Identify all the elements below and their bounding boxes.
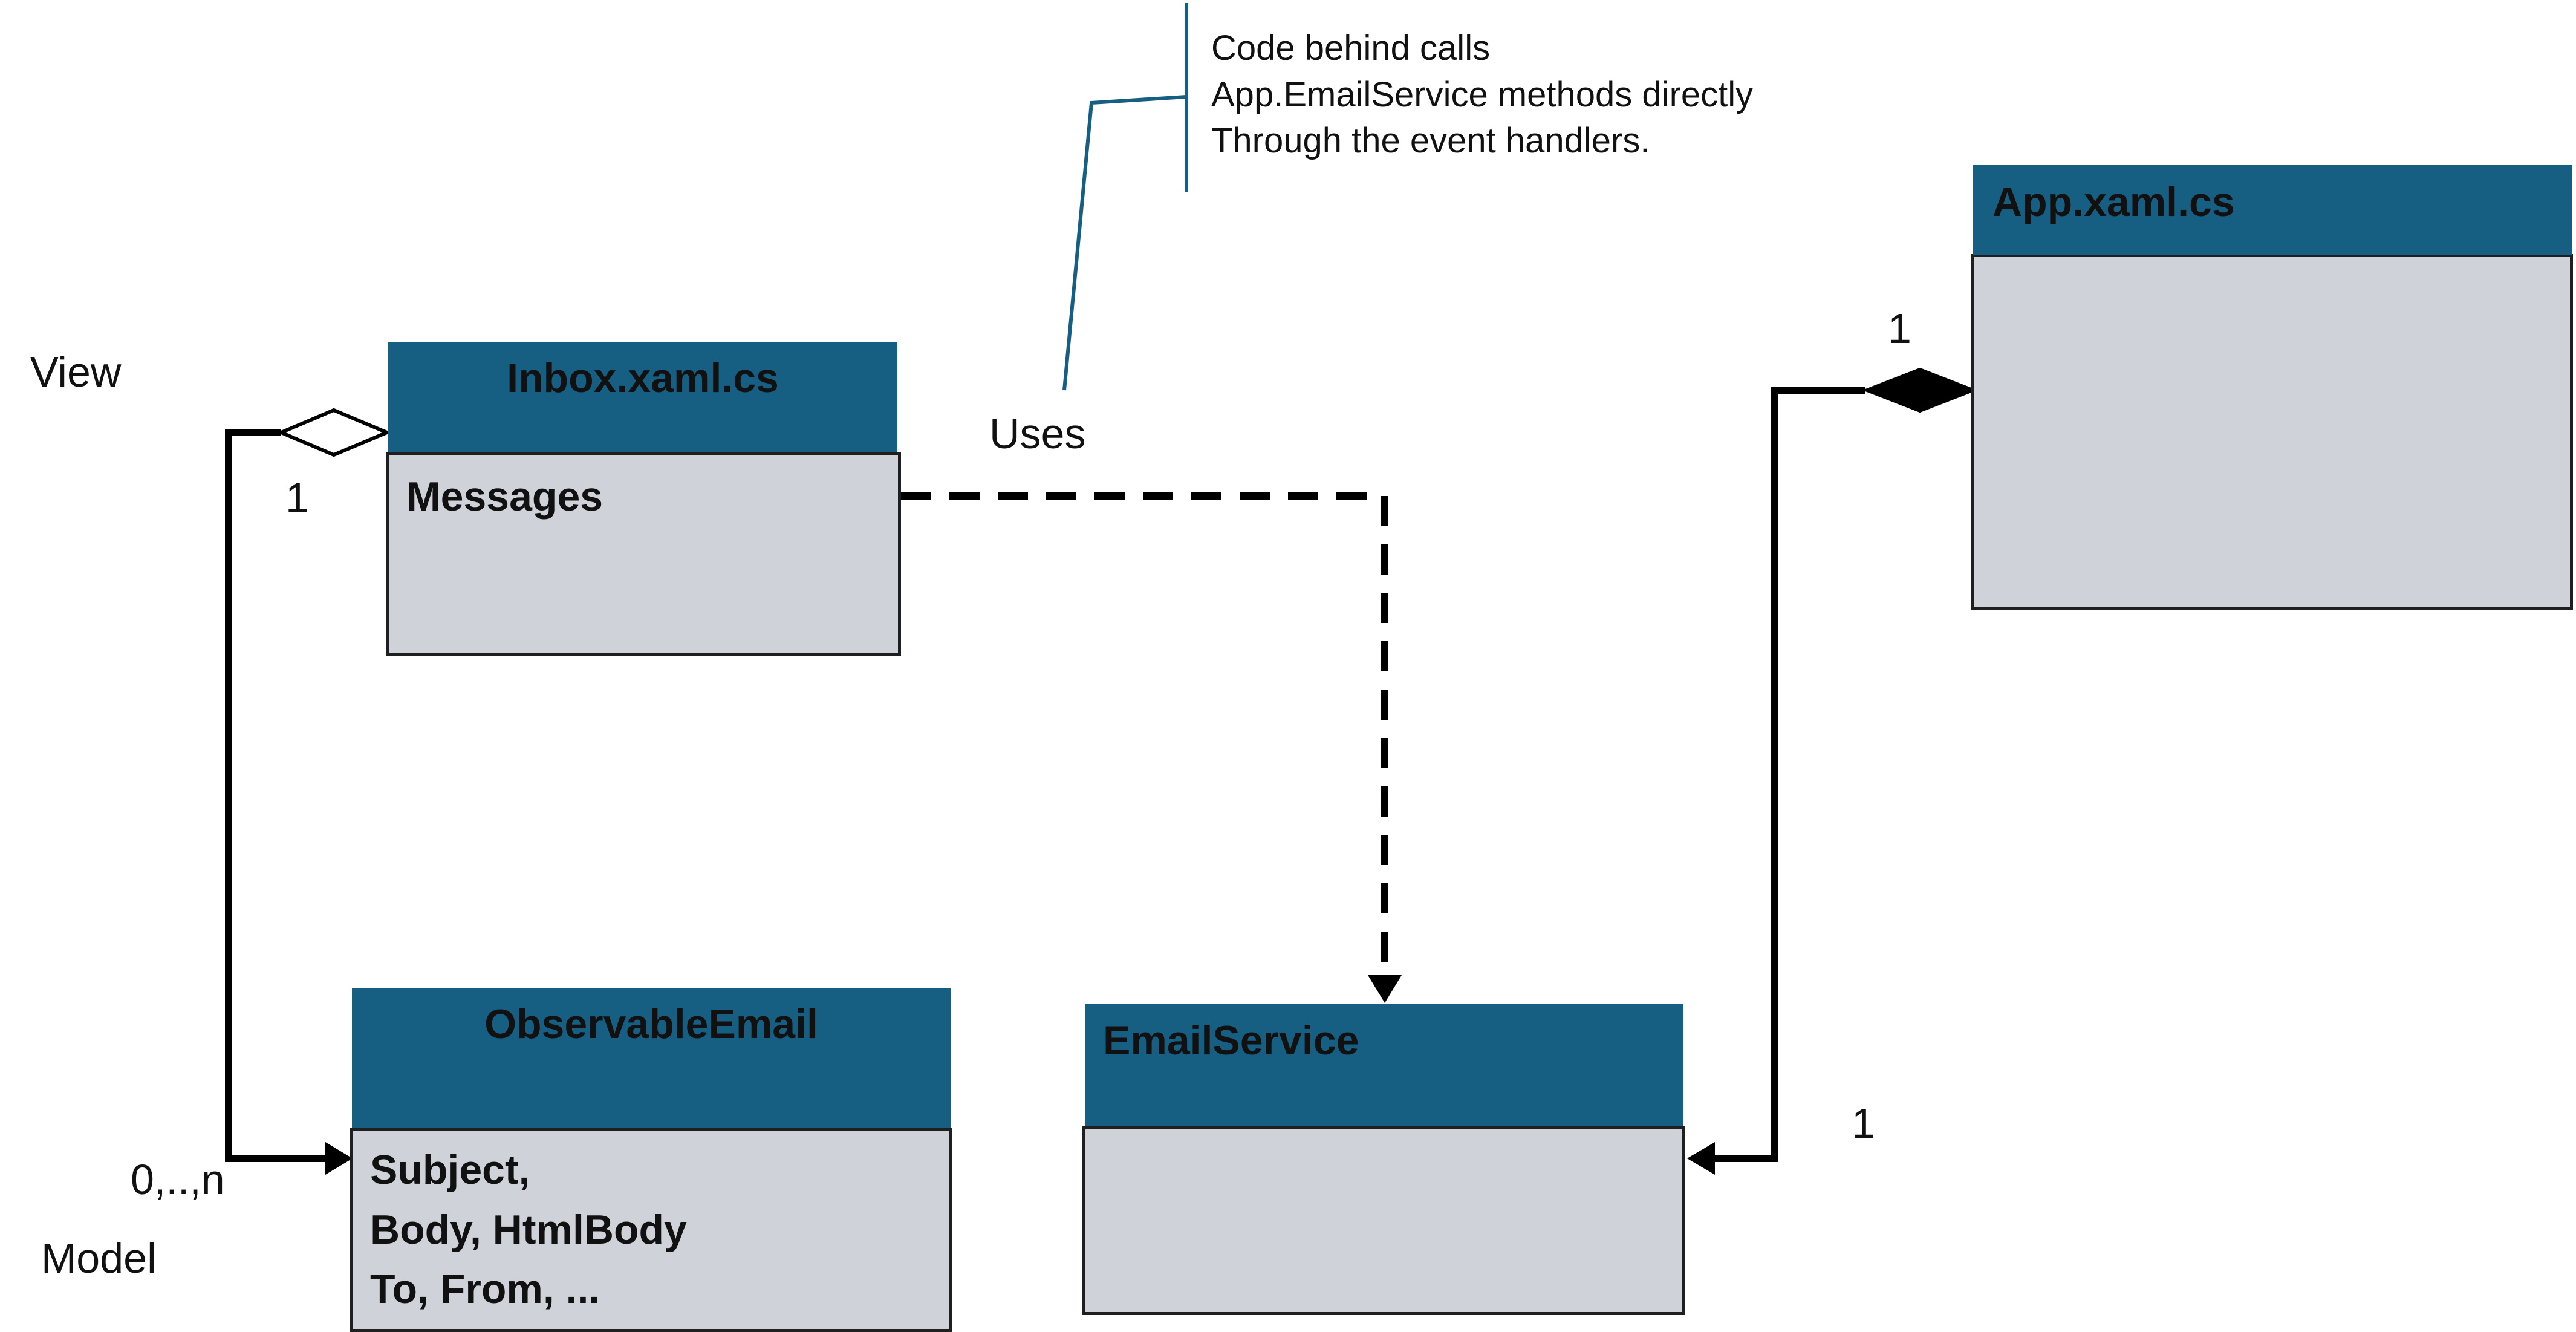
aggregation-line xyxy=(225,429,343,1162)
note-leader-line xyxy=(1062,95,1187,391)
observable-email-attributes: Subject, Body, HtmlBody To, From, ... xyxy=(370,1140,687,1319)
email-service-class-name: EmailService xyxy=(1085,1004,1683,1126)
inbox-multiplicity: 1 xyxy=(285,474,309,521)
note-line-1: Code behind calls xyxy=(1211,28,1491,68)
note-text: Code behind calls App.EmailService metho… xyxy=(1211,25,1753,165)
uses-dependency-line xyxy=(901,492,1388,979)
observable-email-attribute-2: Body, HtmlBody xyxy=(370,1206,687,1253)
inbox-attributes: Messages xyxy=(406,467,603,527)
view-layer-label: View xyxy=(30,348,122,396)
inbox-body-box xyxy=(386,452,901,656)
note-line-3: Through the event handlers. xyxy=(1211,121,1650,161)
uses-label: Uses xyxy=(989,410,1086,457)
app-class-name: App.xaml.cs xyxy=(1973,165,2572,255)
composition-diamond xyxy=(1862,367,1978,413)
aggregation-diamond xyxy=(276,408,392,457)
inbox-attribute-1: Messages xyxy=(406,474,603,520)
uses-dependency-arrowhead xyxy=(1368,975,1402,1003)
observable-email-attribute-3: To, From, ... xyxy=(370,1266,600,1313)
observable-email-attribute-1: Subject, xyxy=(370,1147,530,1193)
aggregation-arrowhead xyxy=(325,1142,353,1175)
app-body-box xyxy=(1971,254,2573,610)
observable-email-body-box xyxy=(350,1128,952,1332)
app-multiplicity: 1 xyxy=(1888,305,1911,352)
composition-arrowhead xyxy=(1687,1142,1715,1175)
composition-line xyxy=(1711,387,1865,1162)
note-line-2: App.EmailService methods directly xyxy=(1211,74,1754,114)
observable-email-class-name: ObservableEmail xyxy=(352,988,951,1128)
email-service-multiplicity: 1 xyxy=(1852,1100,1875,1147)
inbox-class-name: Inbox.xaml.cs xyxy=(388,342,897,452)
model-layer-label: Model xyxy=(41,1235,157,1282)
observable-email-multiplicity: 0,..,n xyxy=(131,1156,225,1203)
email-service-body-box xyxy=(1082,1126,1685,1315)
